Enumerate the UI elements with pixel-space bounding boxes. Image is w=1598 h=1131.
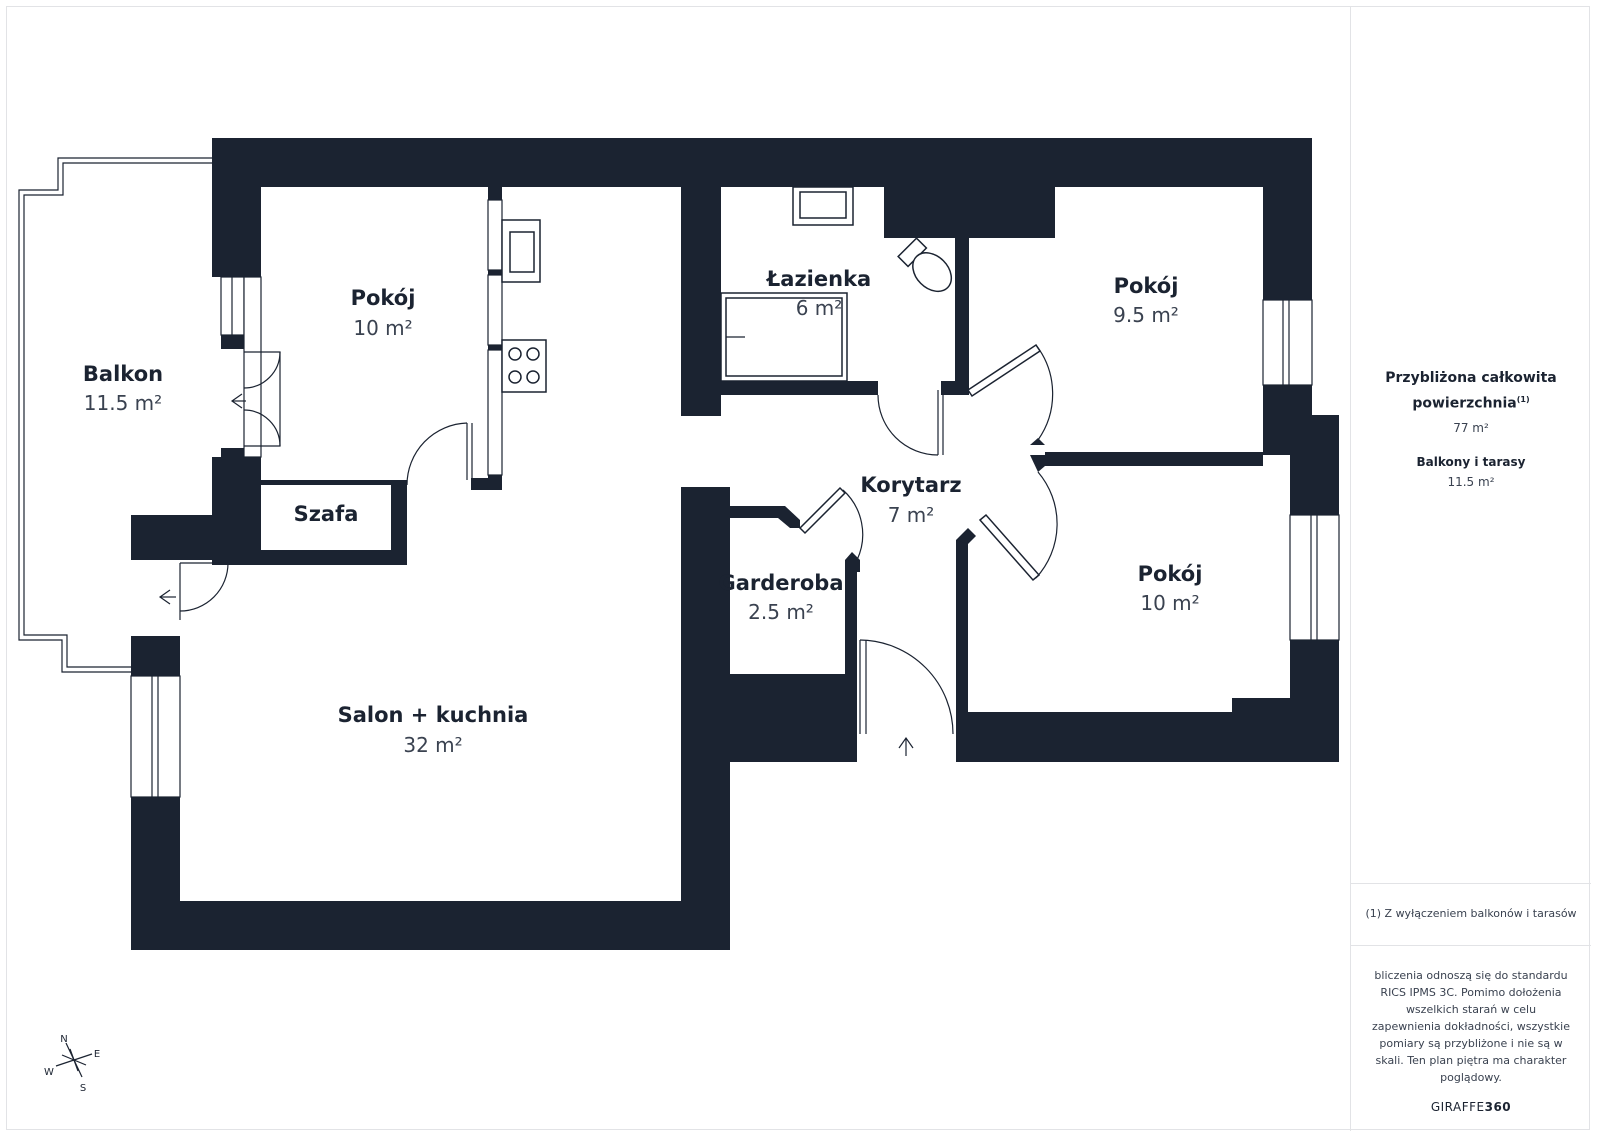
room-name-balkon: Balkon: [83, 362, 163, 386]
room-area-pokoj-top-right: 9.5 m²: [1113, 303, 1179, 327]
room-area-pokoj-right: 10 m²: [1140, 591, 1199, 615]
room-labels: Balkon 11.5 m² Pokój 10 m² Szafa Łazienk…: [83, 267, 1203, 757]
balconies-value: 11.5 m²: [1447, 474, 1495, 489]
room-area-lazienka: 6 m²: [796, 296, 843, 320]
compass-s: S: [80, 1083, 86, 1094]
room-name-lazienka: Łazienka: [766, 267, 871, 291]
windows: [130, 199, 1340, 798]
total-area-value: 77 m²: [1453, 420, 1489, 435]
room-name-szafa: Szafa: [294, 502, 359, 526]
room-name-pokoj-left: Pokój: [351, 286, 416, 310]
walls: [131, 138, 1339, 950]
balconies-title: Balkony i tarasy: [1416, 454, 1526, 469]
total-area-title-line2: powierzchnia: [1412, 395, 1517, 412]
compass-n: N: [60, 1034, 67, 1045]
room-area-balkon: 11.5 m²: [84, 391, 162, 415]
room-name-salon: Salon + kuchnia: [338, 703, 529, 727]
floor-plan: Balkon 11.5 m² Pokój 10 m² Szafa Łazienk…: [18, 138, 1340, 1094]
room-name-pokoj-right: Pokój: [1138, 562, 1203, 586]
room-area-pokoj-left: 10 m²: [353, 316, 412, 340]
toilet-icon: [897, 237, 953, 293]
footnote-mark: (1): [1516, 395, 1530, 404]
sidebar-divider-1: [1351, 883, 1591, 884]
room-area-garderoba: 2.5 m²: [748, 600, 814, 624]
room-area-salon: 32 m²: [403, 733, 462, 757]
room-name-korytarz: Korytarz: [860, 473, 961, 497]
room-area-korytarz: 7 m²: [888, 503, 935, 527]
total-area-block: Przybliżona całkowita powierzchnia(1) 77…: [1351, 367, 1591, 489]
brand-name: GIRAFFE: [1430, 1100, 1485, 1114]
compass-icon: N E S W: [44, 1034, 100, 1094]
fixtures: [501, 186, 953, 393]
info-sidebar: Przybliżona całkowita powierzchnia(1) 77…: [1350, 7, 1591, 1131]
room-name-pokoj-top-right: Pokój: [1114, 274, 1179, 298]
total-area-title-line1: Przybliżona całkowita: [1385, 370, 1557, 386]
room-name-garderoba: Garderoba: [718, 571, 843, 595]
balcony-outline: [18, 157, 212, 673]
brand-number: 360: [1484, 1100, 1512, 1114]
brand-logo: GIRAFFE360: [1351, 1100, 1591, 1114]
doors: [158, 343, 1058, 756]
disclaimer-block: bliczenia odnoszą się do standardu RICS …: [1351, 967, 1591, 1114]
disclaimer-text: bliczenia odnoszą się do standardu RICS …: [1371, 969, 1571, 1084]
compass-w: W: [44, 1067, 54, 1078]
compass-e: E: [94, 1049, 100, 1060]
footnote-text: (1) Z wyłączeniem balkonów i tarasów: [1365, 907, 1577, 920]
sidebar-divider-2: [1351, 945, 1591, 946]
stove-icon: [501, 339, 547, 393]
